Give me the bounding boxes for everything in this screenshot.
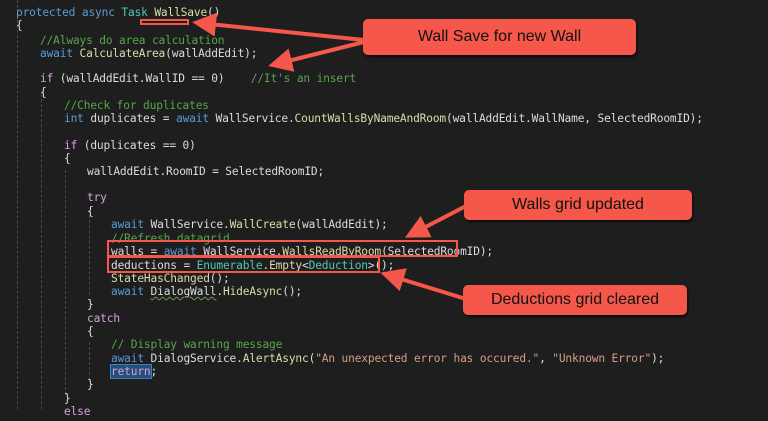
- selected-return-keyword: return: [110, 364, 152, 379]
- indent-guide: [89, 342, 90, 380]
- wallsave-underline-box: [140, 19, 189, 25]
- callout-walls-grid-updated: Walls grid updated: [464, 190, 692, 220]
- code-line[interactable]: wallAddEdit.RoomID = SelectedRoomID;: [87, 165, 325, 178]
- indent-guide: [41, 94, 42, 409]
- code-line[interactable]: if (wallAddEdit.WallID == 0) //It's an i…: [40, 72, 357, 85]
- code-line[interactable]: try: [87, 191, 107, 204]
- code-line[interactable]: {: [64, 152, 71, 165]
- code-line[interactable]: else: [64, 405, 91, 418]
- code-line[interactable]: }: [87, 378, 94, 391]
- code-line-signature[interactable]: protected async Task WallSave(): [16, 6, 221, 19]
- walls-line-highlight-box: [107, 240, 458, 257]
- code-line[interactable]: await WallService.WallCreate(wallAddEdit…: [111, 218, 388, 231]
- code-line[interactable]: {: [40, 86, 47, 99]
- indent-guide: [17, 0, 18, 409]
- indent-guide: [89, 215, 90, 295]
- code-line[interactable]: {: [87, 205, 94, 218]
- code-line[interactable]: }: [64, 392, 71, 405]
- code-line[interactable]: {: [16, 19, 23, 32]
- code-line[interactable]: //Check for duplicates: [64, 99, 209, 112]
- code-line[interactable]: await DialogService.AlertAsync("An unexp…: [111, 352, 665, 365]
- code-line[interactable]: {: [87, 325, 94, 338]
- indent-guide: [65, 170, 66, 395]
- code-line[interactable]: if (duplicates == 0): [64, 139, 196, 152]
- code-line[interactable]: StateHasChanged();: [111, 272, 230, 285]
- callout-wall-save: Wall Save for new Wall: [363, 19, 636, 55]
- code-line[interactable]: int duplicates = await WallService.Count…: [64, 112, 703, 125]
- method-name: WallSave: [154, 6, 208, 19]
- code-line[interactable]: }: [87, 298, 94, 311]
- callout-deductions-grid-cleared: Deductions grid cleared: [463, 285, 687, 315]
- code-line[interactable]: await CalculateArea(wallAddEdit);: [40, 47, 258, 60]
- code-line-walls[interactable]: walls = await WallService.WallsReadByRoo…: [111, 245, 494, 258]
- code-line[interactable]: return;: [110, 364, 158, 379]
- code-line[interactable]: await DialogWall.HideAsync();: [111, 285, 303, 298]
- code-line[interactable]: catch: [87, 312, 120, 325]
- code-line[interactable]: // Display warning message: [111, 338, 283, 351]
- code-line-deductions[interactable]: deductions = Enumerable.Empty<Deduction>…: [111, 259, 395, 272]
- deductions-line-highlight-box: [107, 256, 380, 273]
